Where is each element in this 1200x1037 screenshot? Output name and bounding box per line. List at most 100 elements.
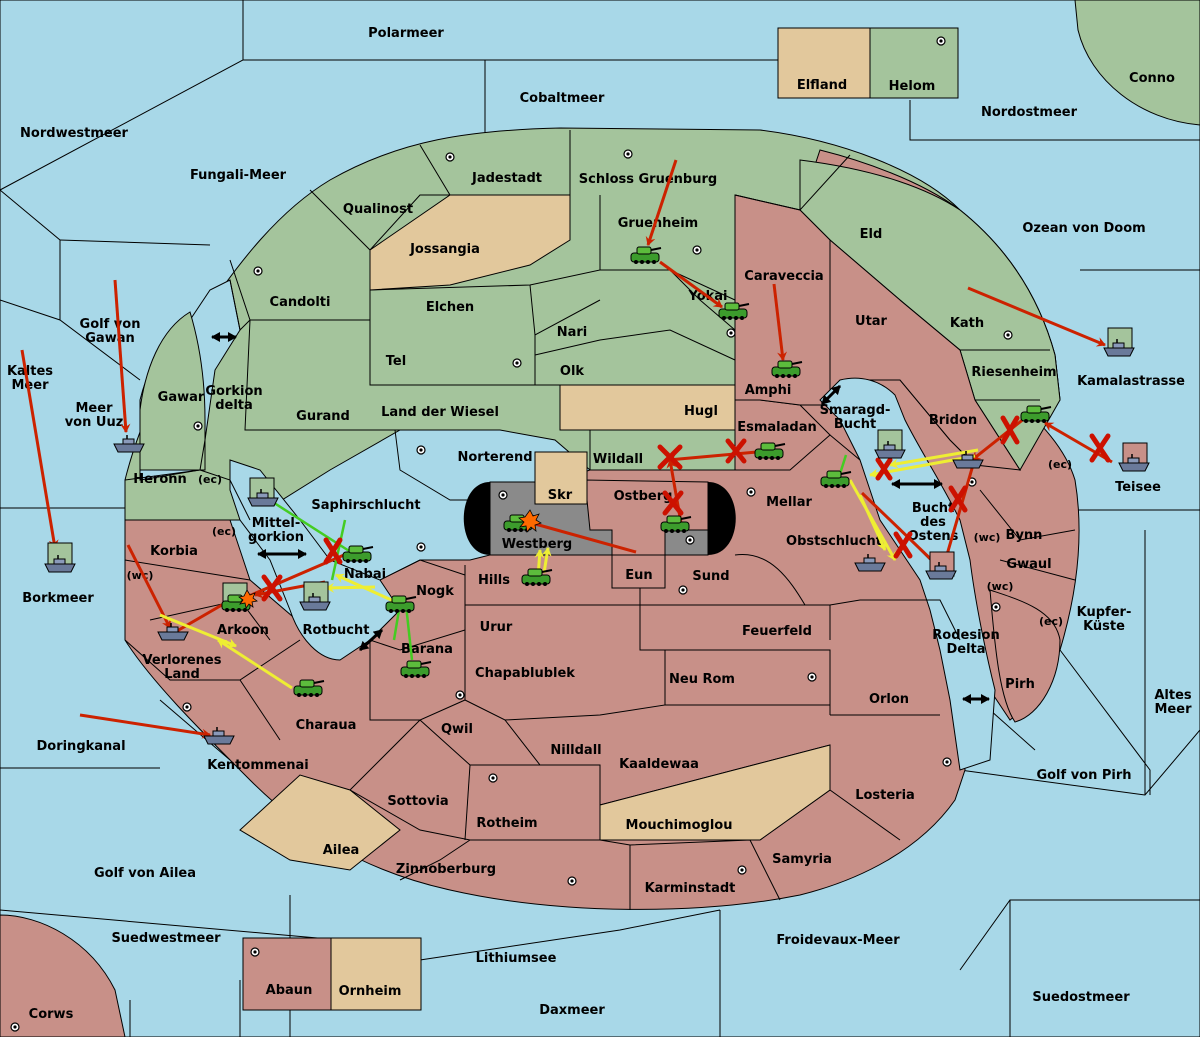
label-rotheim: Rotheim [476, 816, 537, 831]
fail-marker-icon [1000, 415, 1020, 445]
label-coast-wc-bynn: (wc) [974, 531, 1001, 544]
green-support-lines [267, 454, 848, 661]
fail-marker-icon [875, 457, 893, 481]
explosion-icon [518, 509, 542, 533]
label-bridon: Bridon [929, 413, 977, 428]
label-sund: Sund [692, 569, 729, 584]
fail-marker-icon [725, 438, 747, 464]
mittelgorkion-sea [229, 459, 401, 661]
sc-mellar-icon [746, 487, 756, 497]
canal-smaragd-icon [820, 384, 842, 406]
label-samyria: Samyria [772, 852, 832, 867]
label-mouchimoglou: Mouchimoglou [626, 818, 733, 833]
gawar-land [139, 311, 206, 471]
label-ostberg: Ostberg [614, 489, 673, 504]
red-caraveccia [734, 194, 831, 406]
label-suedost: Suedostmeer [1032, 990, 1130, 1005]
label-nilldall: Nilldall [550, 743, 601, 758]
label-rotbucht: Rotbucht [303, 623, 370, 638]
label-kamala: Kamalastrasse [1077, 374, 1185, 389]
label-ailea: Ailea [323, 843, 360, 858]
sc-candolti-icon [253, 266, 263, 276]
fail-marker-icon [261, 574, 283, 602]
label-skr: Skr [548, 488, 573, 503]
label-smaragd: Smaragd-Bucht [820, 403, 891, 432]
hugl-land [559, 384, 736, 431]
label-land-wiesel: Land der Wiesel [381, 405, 499, 420]
sc-kentommenai-icon [182, 702, 192, 712]
label-elchen: Elchen [426, 300, 474, 315]
label-hugl: Hugl [684, 404, 718, 419]
label-gurand: Gurand [296, 409, 350, 424]
label-nabai: Nabai [344, 567, 386, 582]
label-gawar: Gawar [158, 390, 205, 405]
sc-zinnoberburg-icon [567, 876, 577, 886]
land-labels: Elfland Helom Conno Jadestadt Schloss Gr… [29, 71, 1175, 1022]
label-jossangia: Jossangia [409, 242, 480, 257]
label-jadestadt: Jadestadt [471, 171, 542, 186]
label-ornheim: Ornheim [339, 984, 402, 999]
sc-yokai-icon [726, 328, 736, 338]
label-froidevaux: Froidevaux-Meer [776, 933, 900, 948]
label-utar: Utar [855, 314, 888, 329]
label-coast-ec-gwaul: (ec) [1039, 615, 1063, 628]
label-neurom: Neu Rom [669, 672, 735, 687]
label-eld: Eld [860, 227, 883, 242]
fail-marker-icon [657, 444, 683, 470]
sc-jadestadt-icon [445, 152, 455, 162]
label-suedwest: Suedwestmeer [111, 931, 221, 946]
canal-arrows [211, 332, 990, 704]
label-lithium: Lithiumsee [476, 951, 557, 966]
elfland-box [777, 27, 871, 99]
label-fungali: Fungali-Meer [190, 168, 287, 183]
label-arkoon: Arkoon [217, 623, 269, 638]
label-qwil: Qwil [441, 722, 473, 737]
label-gwaul: Gwaul [1006, 557, 1051, 572]
label-amphi: Amphi [745, 383, 792, 398]
sc-saphir-icon [416, 542, 426, 552]
battle-markers [238, 509, 542, 609]
label-cobaltmeer: Cobaltmeer [520, 91, 605, 106]
label-zinnoberburg: Zinnoberburg [396, 862, 496, 877]
label-golf-ailea: Golf von Ailea [94, 866, 196, 881]
ornheim-box [330, 937, 422, 1011]
failed-order-markers [261, 415, 1111, 602]
label-nogk: Nogk [416, 584, 454, 599]
fail-marker-icon [323, 537, 343, 565]
label-coast-ec-bridon: (ec) [1048, 458, 1072, 471]
label-kupfer: Kupfer-Küste [1077, 605, 1132, 634]
fail-marker-icon [948, 485, 968, 513]
label-coast-wc-gwaul: (wc) [987, 580, 1014, 593]
red-order-arrows [20, 159, 1113, 739]
label-helom: Helom [889, 79, 936, 94]
label-caraveccia: Caraveccia [744, 269, 823, 284]
label-westberg: Westberg [502, 537, 572, 552]
east-channel [819, 377, 996, 771]
label-korbia: Korbia [150, 544, 198, 559]
sc-helom-icon [936, 36, 946, 46]
label-riesenheim: Riesenheim [971, 365, 1056, 380]
label-kaaldewaa: Kaaldewaa [619, 757, 699, 772]
label-chapa: Chapablublek [475, 666, 575, 681]
sc-ostberg-icon [685, 535, 695, 545]
label-eun: Eun [625, 568, 652, 583]
label-gruenheim: Gruenheim [618, 216, 698, 231]
sc-schloss-icon [623, 149, 633, 159]
fail-marker-icon [893, 531, 913, 559]
label-polarmeer: Polarmeer [368, 26, 444, 41]
label-nari: Nari [557, 325, 588, 340]
label-coast-ec-heronn: (ec) [198, 473, 222, 486]
label-esmaladan: Esmaladan [737, 420, 817, 435]
sc-qwil-icon [455, 690, 465, 700]
sc-gruenheim-icon [692, 245, 702, 255]
label-mellar: Mellar [766, 495, 812, 510]
label-elfland: Elfland [797, 78, 847, 93]
canal-rotbucht-icon [358, 628, 384, 652]
sc-gawar-icon [193, 421, 203, 431]
label-nordwestmeer: Nordwestmeer [20, 126, 128, 141]
